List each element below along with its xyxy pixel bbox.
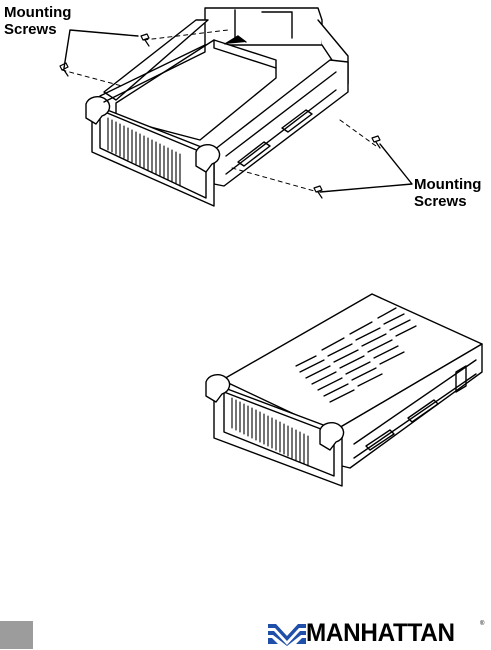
mounting-screws-label-right: Mounting Screws	[414, 176, 481, 210]
callout-line-2: Screws	[4, 21, 71, 38]
trademark-symbol: ®	[480, 621, 484, 627]
mounting-screws-label-left: Mounting Screws	[4, 4, 71, 38]
callout-line-1: Mounting	[4, 4, 71, 21]
manhattan-logo: MANHATTAN ®	[268, 619, 488, 647]
page-number-tab	[0, 621, 33, 649]
brand-name: MANHATTAN	[306, 619, 455, 647]
callout-line-2: Screws	[414, 193, 481, 210]
manhattan-m-icon	[268, 620, 306, 646]
callout-line-1: Mounting	[414, 176, 481, 193]
